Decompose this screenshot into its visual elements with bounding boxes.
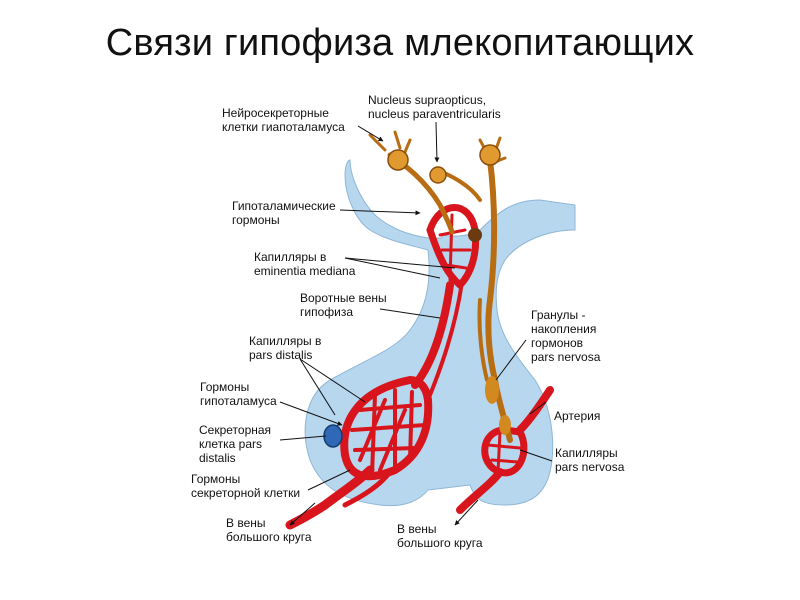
label-artery: Артерия bbox=[554, 409, 601, 423]
label-veins-left: В вены большого круга bbox=[226, 516, 312, 544]
secretory-cell bbox=[323, 424, 343, 448]
label-neurosecretory-cells: Нейросекреторные клетки гиапоталамуса bbox=[222, 106, 345, 134]
label-secretory-hormones: Гормоны секреторной клетки bbox=[191, 472, 301, 500]
label-hypothalamic-hormones: Гипоталамические гормоны bbox=[232, 199, 336, 227]
label-portal-veins: Воротные вены гипофиза bbox=[300, 291, 387, 319]
label-granules: Гранулы - накопления гормонов pars nervo… bbox=[531, 308, 601, 364]
leader-lines bbox=[279, 121, 553, 526]
label-capillaries-pars-nervosa: Капилляры pars nervosa bbox=[555, 446, 625, 474]
label-capillaries-pars-distalis: Капилляры в pars distalis bbox=[249, 334, 322, 362]
label-capillaries-eminentia: Капилляры в eminentia mediana bbox=[254, 250, 356, 278]
neuron-bodies bbox=[387, 144, 511, 435]
label-hypothalamus-hormones: Гормоны гипоталамуса bbox=[200, 380, 277, 408]
slide-title: Связи гипофиза млекопитающих bbox=[105, 22, 695, 64]
label-secretory-cell: Секреторная клетка pars distalis bbox=[199, 423, 272, 465]
blood-vessels bbox=[285, 204, 554, 530]
label-veins-right: В вены большого круга bbox=[397, 522, 483, 550]
label-nucleus: Nucleus supraopticus, nucleus paraventri… bbox=[368, 93, 501, 121]
